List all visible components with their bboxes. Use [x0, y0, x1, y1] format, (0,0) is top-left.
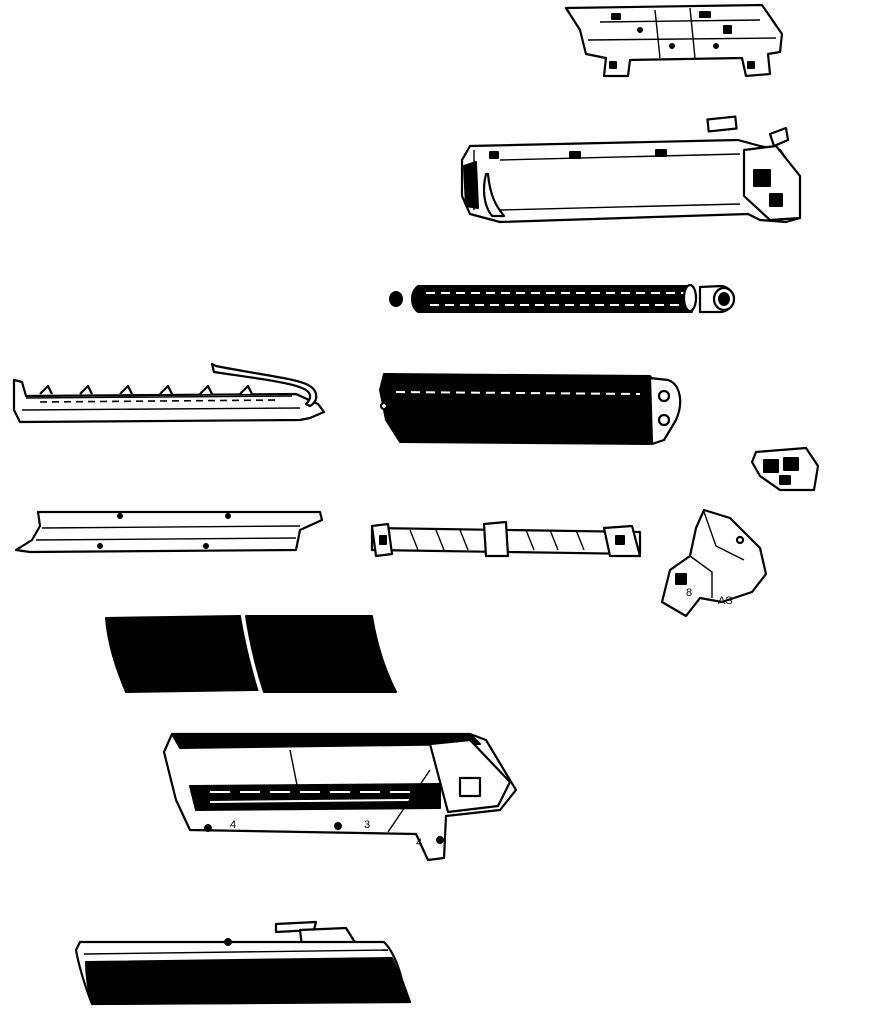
chassis-mark-1: 4: [230, 819, 236, 831]
wall-mounting-plate: [564, 3, 784, 78]
chassis-mark-3: 4: [416, 837, 422, 849]
evaporator-coil: [379, 373, 682, 446]
control-box: 8 AS: [660, 508, 768, 618]
louver-assembly: [370, 520, 642, 558]
terminal-block: [750, 446, 820, 492]
box-letters: AS: [718, 595, 733, 607]
air-guide-panel: [14, 510, 324, 554]
drain-pan: [12, 362, 326, 424]
cross-flow-fan: [389, 283, 736, 314]
chassis-frame: 4 3 4: [162, 732, 518, 862]
chassis-mark-2: 3: [364, 819, 370, 831]
front-panel: [74, 920, 412, 1006]
rear-casing: [460, 115, 802, 224]
control-box-mark: 8: [686, 587, 692, 599]
air-filters: [105, 615, 397, 693]
